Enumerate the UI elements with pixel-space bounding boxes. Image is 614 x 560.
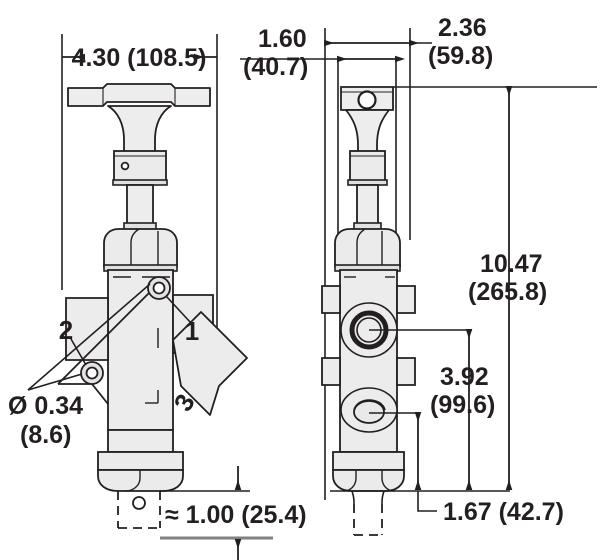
front-bonnet-nut — [103, 228, 178, 272]
dim-port-height-label-mm: (99.6) — [430, 391, 495, 419]
orifice-dimension-leaders — [27, 283, 151, 391]
tube-bore-circle — [132, 496, 146, 510]
side-stem — [353, 184, 382, 232]
port-label-2: 2 — [59, 315, 73, 345]
dim-tube-stub-label: ≈ 1.00 (25.4) — [165, 501, 307, 529]
side-width-extension-lines — [324, 28, 411, 500]
side-handle-hole — [357, 90, 377, 110]
front-orifice-features — [80, 276, 171, 385]
dim-side-width-label-mm: (59.8) — [428, 42, 493, 70]
dim-port-height: 3.92 (99.6) — [369, 329, 495, 490]
dim-side-width-label: 2.36 — [438, 14, 487, 42]
side-lower-port — [340, 387, 398, 433]
front-view: 4.30 (108.5) — [8, 34, 307, 560]
front-bottom-fitting — [97, 451, 184, 529]
dim-side-offset-label-mm: (40.7) — [243, 53, 308, 81]
front-stem — [123, 184, 157, 232]
dim-front-width: 4.30 (108.5) — [62, 44, 217, 72]
orifice-lower-inner — [85, 366, 99, 380]
dim-lower-port-height-label: 1.67 (42.7) — [443, 498, 564, 526]
front-t-handle — [67, 83, 211, 186]
side-tube-stub-phantom — [351, 490, 385, 536]
dim-side-offset: 1.60 (40.7) — [240, 25, 405, 240]
dim-overall-height-label: 10.47 — [480, 250, 543, 278]
dim-overall-height: 10.47 (265.8) — [393, 86, 597, 490]
dim-tube-stub: ≈ 1.00 (25.4) — [160, 466, 307, 560]
orifice-upper-inner — [152, 281, 166, 295]
dim-lower-port-height: 1.67 (42.7) — [369, 412, 564, 526]
dim-orifice-label-mm: (8.6) — [20, 421, 71, 449]
side-t-handle — [340, 86, 394, 186]
dim-orifice-label: Ø 0.34 — [8, 392, 83, 420]
dim-overall-height-label-mm: (265.8) — [468, 278, 547, 306]
dim-side-width: 2.36 (59.8) — [324, 14, 493, 70]
port-label-1: 1 — [185, 316, 199, 346]
dim-side-offset-label: 1.60 — [258, 25, 307, 53]
front-width-extension-lines — [61, 34, 218, 372]
handle-pin-hole — [120, 161, 130, 171]
dim-front-width-label: 4.30 (108.5) — [72, 44, 207, 72]
dim-port-height-label: 3.92 — [440, 363, 489, 391]
side-bonnet-nut — [334, 228, 401, 272]
side-bottom-fitting — [332, 451, 405, 536]
front-port-leaders — [70, 295, 192, 366]
tube-stub-phantom — [117, 491, 161, 529]
side-view: 2.36 (59.8) 1.60 (40.7) — [240, 14, 597, 536]
front-valve-body — [57, 269, 248, 453]
